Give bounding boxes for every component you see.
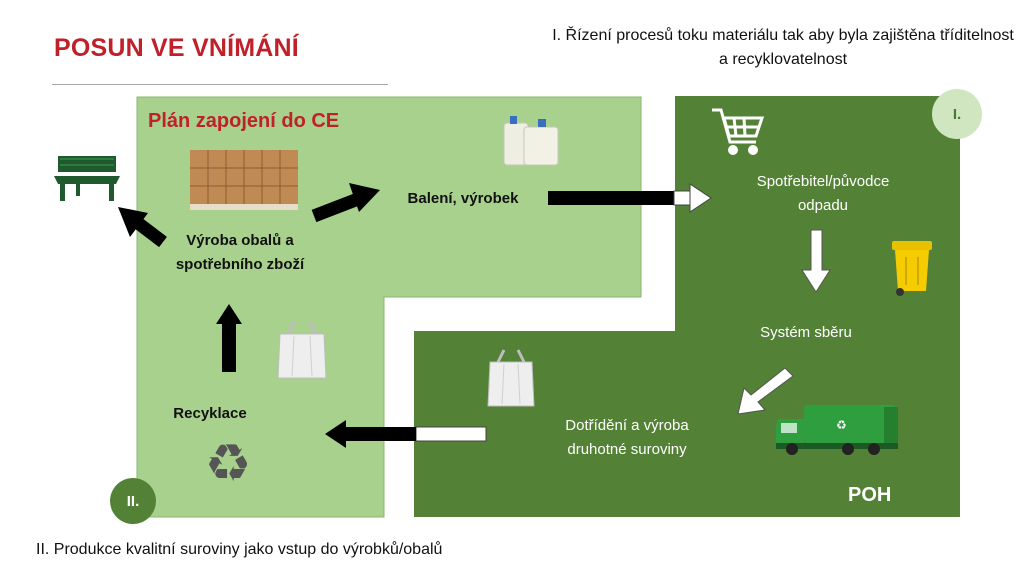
- badge-one: I.: [932, 89, 982, 139]
- big-bag-icon-right: [487, 349, 535, 407]
- note-top: I. Řízení procesů toku materiálu tak aby…: [552, 27, 1014, 68]
- bench-icon: [54, 156, 120, 201]
- node-consumer: Spotřebitel/původce odpadu: [728, 170, 918, 218]
- recycle-icon: ♻: [205, 434, 252, 494]
- node-packaging: Balení, výrobek: [407, 190, 519, 207]
- arrow-recycling-to-production: [216, 304, 242, 372]
- node-production-line2: spotřebního zboží: [175, 256, 305, 273]
- poh-label: POH: [848, 484, 892, 506]
- arrow-production-to-bench: [118, 207, 167, 248]
- pallets-icon: [190, 150, 298, 210]
- shopping-cart-icon: [712, 108, 765, 155]
- node-production: Výroba obalů a spotřebního zboží: [150, 229, 330, 277]
- title-divider: [52, 84, 388, 85]
- arrow-sorting-to-recycling: [325, 420, 487, 448]
- arrow-packaging-to-consumer: [548, 183, 712, 213]
- plan-title: Plán zapojení do CE: [148, 110, 340, 132]
- node-sorting-line1: Dotřídění a výroba: [565, 417, 689, 434]
- note-bottom: II. Produkce kvalitní suroviny jako vstu…: [36, 541, 443, 558]
- arrow-consumer-to-collection: [801, 229, 831, 293]
- canisters-icon: [503, 116, 559, 166]
- svg-text:♻: ♻: [836, 418, 847, 432]
- node-production-line1: Výroba obalů a: [186, 232, 294, 249]
- badge-two: II.: [110, 478, 156, 524]
- garbage-truck-icon: ♻: [776, 405, 898, 455]
- node-consumer-line1: Spotřebitel/původce: [756, 173, 890, 190]
- node-consumer-line2: odpadu: [797, 197, 849, 214]
- svg-text:♻: ♻: [205, 434, 252, 494]
- node-collection: Systém sběru: [760, 324, 852, 341]
- slide-title: POSUN VE VNÍMÁNÍ: [54, 34, 299, 62]
- arrow-production-to-packaging: [311, 183, 380, 223]
- node-recycling: Recyklace: [173, 405, 247, 422]
- wheelie-bin-icon: [892, 241, 932, 296]
- node-sorting: Dotřídění a výroba druhotné suroviny: [540, 414, 714, 462]
- big-bag-icon-left: [277, 321, 327, 379]
- arrow-collection-to-sorting: [737, 367, 794, 415]
- node-sorting-line2: druhotné suroviny: [567, 441, 687, 458]
